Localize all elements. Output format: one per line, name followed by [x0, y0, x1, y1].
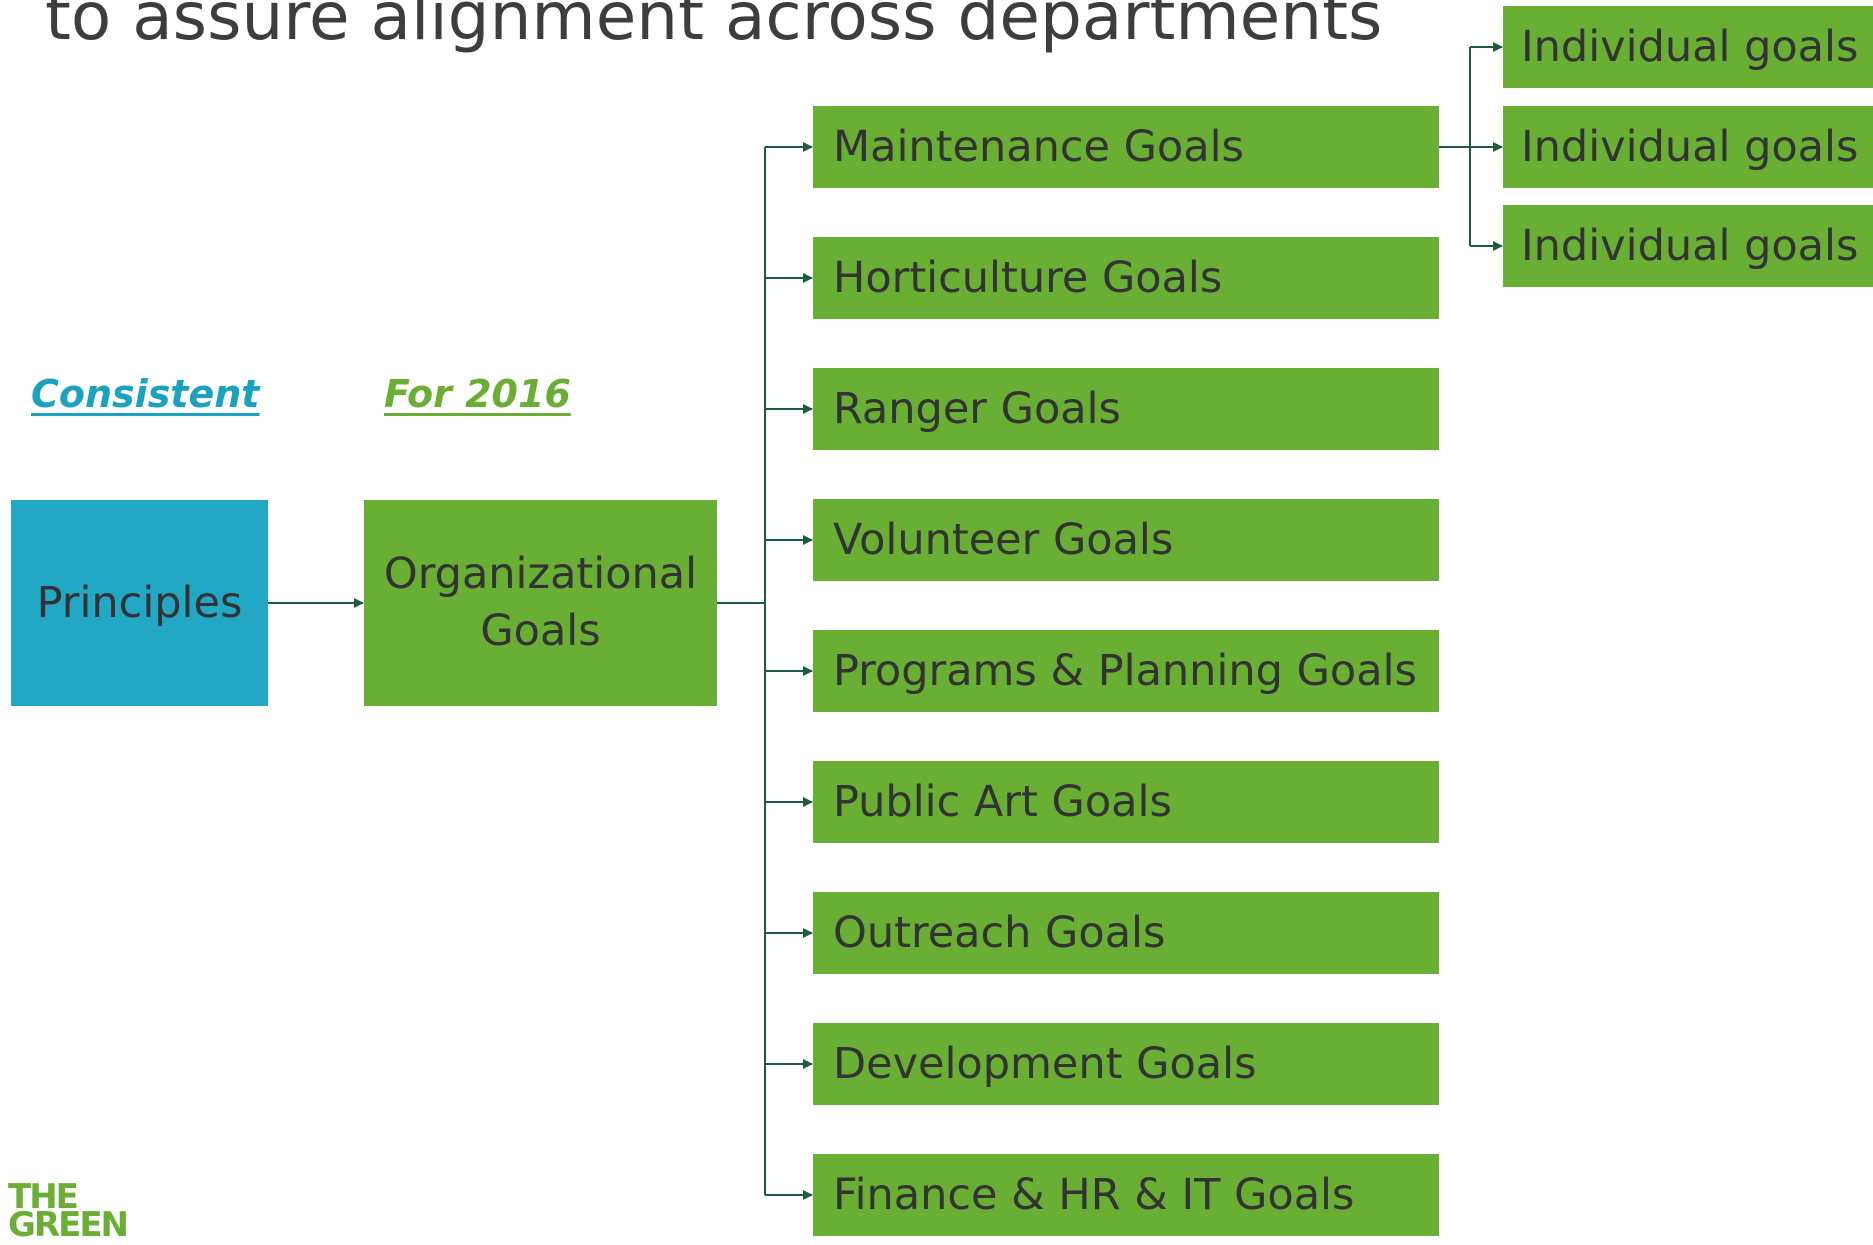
individual-goals-box-1: Individual goals — [1503, 6, 1873, 88]
logo-line-1: THE — [8, 1177, 79, 1217]
consistent-label: Consistent — [31, 372, 260, 416]
dept-box-development: Development Goals — [813, 1023, 1439, 1105]
dept-box-outreach: Outreach Goals — [813, 892, 1439, 974]
principles-box: Principles — [11, 500, 268, 706]
dept-box-public-art: Public Art Goals — [813, 761, 1439, 843]
dept-box-finance-hr-it: Finance & HR & IT Goals — [813, 1154, 1439, 1236]
slide-title: to assure alignment across departments — [45, 0, 1383, 55]
organizational-goals-box: Organizational Goals — [364, 500, 717, 706]
dept-box-programs-planning: Programs & Planning Goals — [813, 630, 1439, 712]
individual-goals-box-3: Individual goals — [1503, 205, 1873, 287]
logo-line-2: GREEN — [8, 1205, 129, 1245]
dept-box-horticulture: Horticulture Goals — [813, 237, 1439, 319]
dept-box-maintenance: Maintenance Goals — [813, 106, 1439, 188]
individual-goals-box-2: Individual goals — [1503, 106, 1873, 188]
year-label: For 2016 — [384, 372, 571, 416]
organizational-goals-line-1: Organizational — [383, 549, 698, 599]
organizational-goals-line-2: Goals — [480, 606, 601, 656]
the-green-logo: THE GREEN — [8, 1177, 129, 1245]
dept-box-volunteer: Volunteer Goals — [813, 499, 1439, 581]
dept-box-ranger: Ranger Goals — [813, 368, 1439, 450]
